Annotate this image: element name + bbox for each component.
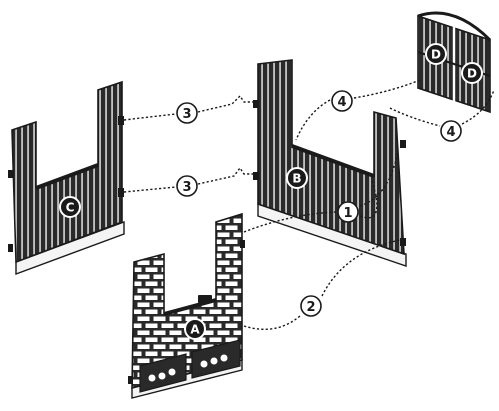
- panel-a-peg: [240, 240, 245, 248]
- leader-1-c: [359, 179, 378, 219]
- leader-3-top: [123, 113, 177, 121]
- leader-1-b: [359, 149, 399, 207]
- part-label-d-right: D: [461, 62, 483, 84]
- leader-3-bottom-b: [197, 166, 254, 185]
- leader-3-top-b: [197, 94, 254, 113]
- panel-d: [417, 11, 492, 114]
- part-label-b: B: [286, 167, 308, 189]
- leader-3-bottom: [123, 186, 177, 193]
- step-label: 1: [343, 206, 352, 221]
- leader-4-right: [389, 107, 441, 127]
- step-callout-1: 1: [337, 201, 359, 223]
- panel-b-peg: [400, 140, 406, 148]
- part-letter: D: [431, 48, 441, 62]
- panel-d-arch: [417, 11, 492, 42]
- step-callout-3-bottom: 3: [176, 175, 198, 197]
- panel-c-peg: [118, 188, 124, 197]
- leader-2-b: [321, 239, 401, 297]
- part-letter: A: [190, 323, 200, 337]
- panel-c-peg: [118, 116, 124, 125]
- panel-b-peg: [253, 172, 259, 180]
- step-label: 2: [306, 300, 315, 315]
- leader-4-left: [295, 99, 331, 141]
- step-callout-2: 2: [300, 295, 322, 317]
- panel-c-body: [11, 80, 123, 264]
- part-label-d-left: D: [425, 43, 447, 65]
- panel-c-top-rail: [35, 163, 99, 190]
- panel-b-peg: [253, 100, 259, 108]
- panel-b-peg: [400, 238, 406, 246]
- panel-c-peg: [8, 170, 13, 178]
- step-label: 4: [446, 125, 455, 140]
- step-callout-3-top: 3: [176, 102, 198, 124]
- part-letter: C: [66, 201, 75, 215]
- part-letter: D: [467, 67, 477, 81]
- leader-4-left-b: [353, 79, 421, 99]
- panel-b: [253, 59, 407, 267]
- part-label-a: A: [184, 318, 206, 340]
- step-label: 3: [182, 107, 191, 122]
- panel-c: [8, 80, 125, 276]
- panel-a-notch: [198, 295, 212, 303]
- panel-b-body: [257, 59, 405, 256]
- assembly-leaders: [123, 79, 495, 330]
- step-label: 4: [337, 95, 346, 110]
- panel-a: [128, 212, 245, 399]
- step-label: 3: [182, 180, 191, 195]
- part-letter: B: [292, 172, 301, 186]
- leader-2: [243, 315, 301, 330]
- panel-a-peg: [128, 376, 133, 384]
- step-callout-4-left: 4: [331, 90, 353, 112]
- flower-icon: [148, 354, 228, 382]
- step-callout-4-right: 4: [440, 120, 462, 142]
- panel-b-top-rail: [291, 144, 375, 178]
- part-label-c: C: [59, 196, 81, 218]
- panel-c-peg: [8, 244, 13, 252]
- leader-1: [243, 211, 337, 233]
